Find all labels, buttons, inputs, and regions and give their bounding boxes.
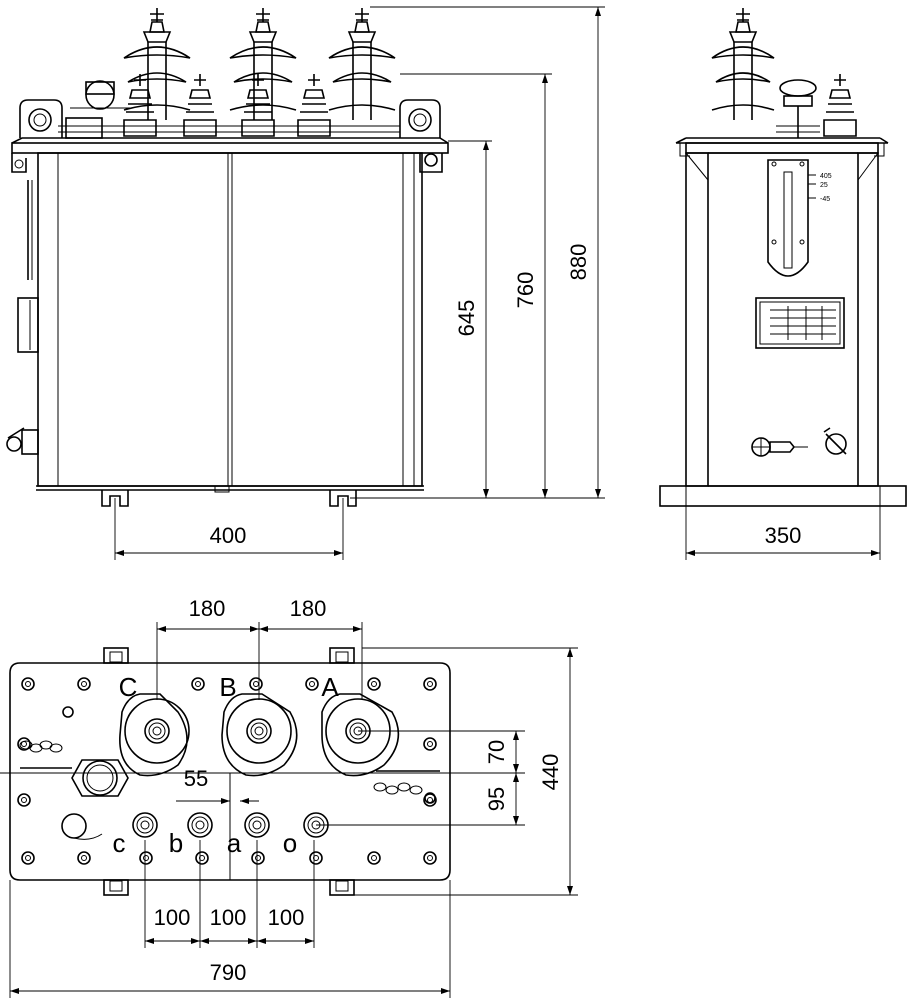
- front-tank: [37, 152, 423, 487]
- hv-label-b: B: [219, 672, 236, 702]
- front-lid: [11, 142, 449, 154]
- lid-bolts: [17, 677, 437, 865]
- dim-70: 70: [484, 740, 509, 764]
- dim-100-2: 100: [210, 905, 247, 930]
- dim-180-right: 180: [290, 596, 327, 621]
- rating-plate: [755, 297, 845, 349]
- hv-label-a: A: [321, 672, 339, 702]
- side-hv-bushing: [711, 8, 775, 120]
- side-lv-bushing: [823, 74, 857, 137]
- chain-right-icon: [373, 770, 440, 795]
- chain-left-icon: [19, 740, 72, 769]
- oil-level-gauge: [767, 159, 809, 277]
- side-base: [659, 485, 907, 507]
- lv-label-a: a: [227, 828, 242, 858]
- drain-valve-icon: [6, 436, 22, 452]
- hv-label-c: C: [119, 672, 138, 702]
- dim-100-1: 100: [154, 905, 191, 930]
- dim-760: 760: [513, 272, 538, 309]
- side-valve-right-icon: [825, 433, 847, 455]
- front-foot-right: [329, 490, 357, 507]
- dim-880: 880: [566, 244, 591, 281]
- top-hv-bushing-a: [321, 693, 400, 777]
- gauge-mark-3: -45: [820, 196, 830, 203]
- front-lifting-lug-left: [19, 99, 63, 138]
- front-hv-bushing-1: [123, 8, 191, 120]
- gas-relay-icon: [85, 80, 115, 110]
- front-hv-bushing-3: [328, 8, 396, 120]
- dim-180-left: 180: [189, 596, 226, 621]
- dim-100-3: 100: [268, 905, 305, 930]
- top-hv-bushing-b: [221, 693, 298, 777]
- front-lv-bushings: [123, 74, 331, 137]
- dim-440: 440: [538, 754, 563, 791]
- dim-645: 645: [454, 300, 479, 337]
- side-view: 405 25 -45: [659, 8, 907, 507]
- gauge-mark-1: 405: [820, 173, 832, 180]
- side-dimensions: 350: [685, 506, 881, 560]
- front-view: [6, 8, 449, 507]
- lv-label-o: o: [283, 828, 297, 858]
- dim-350: 350: [765, 523, 802, 548]
- dim-790: 790: [210, 960, 247, 985]
- top-breather: [71, 759, 129, 797]
- gauge-mark-2: 25: [820, 182, 828, 189]
- front-foot-left: [101, 490, 129, 507]
- top-view: C B A: [0, 647, 460, 896]
- top-valve-icon: [61, 813, 87, 839]
- lv-label-b: b: [169, 828, 183, 858]
- top-dimensions: 180 180 55 70 95 440 100 100 100 790: [9, 596, 578, 998]
- top-hv-bushing-c: [119, 693, 190, 777]
- dim-55: 55: [184, 766, 208, 791]
- front-side-box: [17, 297, 39, 353]
- dim-95: 95: [484, 787, 509, 811]
- front-hv-bushing-2: [229, 8, 297, 120]
- lv-label-c: c: [113, 828, 126, 858]
- dim-400: 400: [210, 523, 247, 548]
- front-dimensions: 880 760 645 400: [114, 6, 605, 560]
- side-tap-changer: [776, 79, 820, 138]
- top-lid: [9, 662, 451, 881]
- front-lifting-lug-right: [399, 99, 441, 138]
- lid-fittings: [58, 80, 400, 139]
